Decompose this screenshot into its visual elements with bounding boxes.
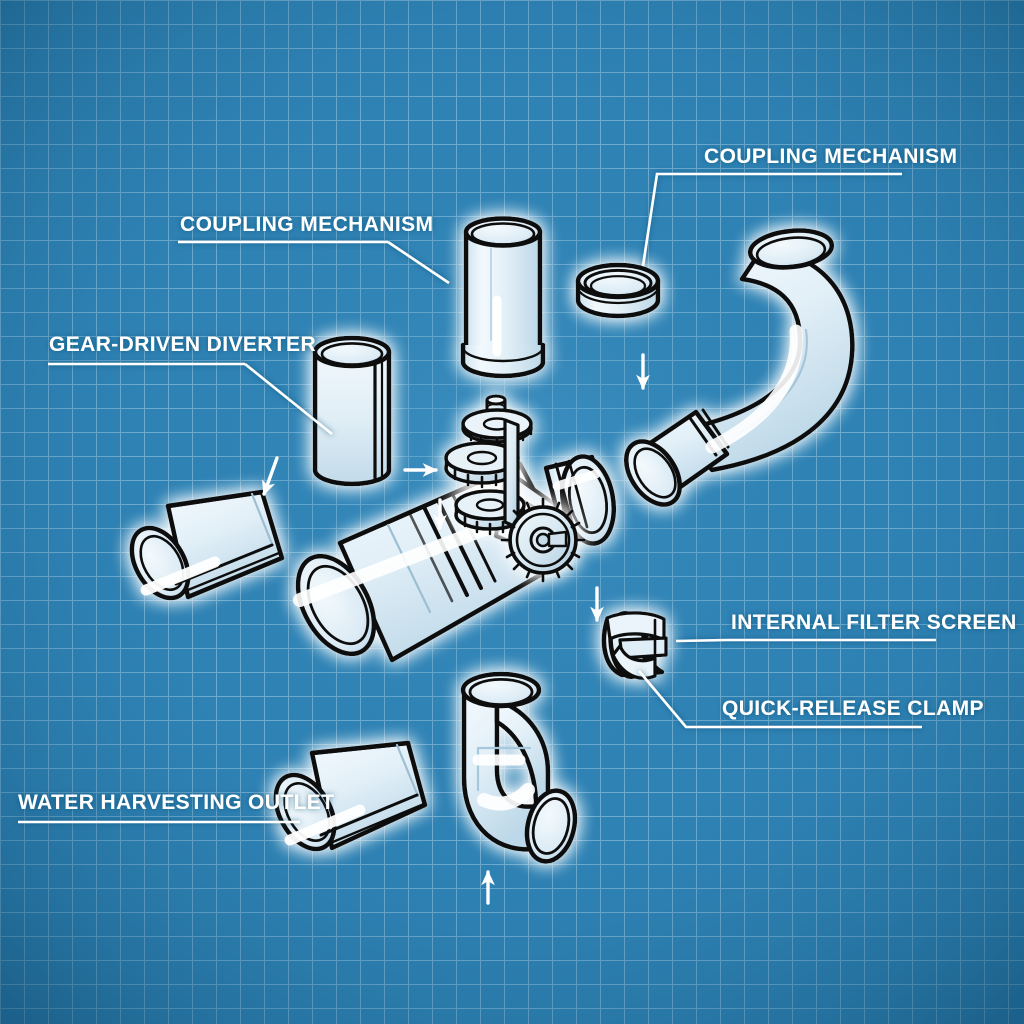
callout-label-text: INTERNAL FILTER SCREEN xyxy=(731,611,1017,634)
part-tall-cylinder-top[interactable] xyxy=(460,216,546,379)
part-pipe-bottom-left[interactable] xyxy=(264,740,428,859)
callout-label-text: WATER HARVESTING OUTLET xyxy=(18,791,334,814)
part-clamp-filter[interactable] xyxy=(601,610,668,680)
callout-label-text: GEAR-DRIVEN DIVERTER xyxy=(49,333,316,356)
callouts-layer: COUPLING MECHANISM COUPLING MECHANISM GE… xyxy=(18,145,1017,824)
callout-coupling-mechanism-left[interactable]: COUPLING MECHANISM xyxy=(178,213,450,285)
callout-quick-release-clamp[interactable]: QUICK-RELEASE CLAMP xyxy=(638,670,984,729)
gear-bevel-front xyxy=(500,497,586,583)
callout-label-text: QUICK-RELEASE CLAMP xyxy=(722,697,984,720)
callout-label-text: COUPLING MECHANISM xyxy=(180,213,433,236)
part-gear-stack[interactable] xyxy=(444,394,586,583)
assembly-arrows-layer xyxy=(262,353,650,905)
callout-leader-line xyxy=(675,638,729,643)
callout-gear-driven-diverter[interactable]: GEAR-DRIVEN DIVERTER xyxy=(48,333,333,436)
arrow-left-down xyxy=(262,456,279,496)
gear-second xyxy=(444,441,520,489)
callout-leader-line xyxy=(638,670,720,729)
callout-leader-line xyxy=(641,172,700,267)
part-vertical-cylinder-left[interactable] xyxy=(312,335,392,487)
parts-layer xyxy=(120,216,855,866)
callout-water-harvesting-outlet[interactable]: WATER HARVESTING OUTLET xyxy=(18,791,334,824)
part-horizontal-pipe-left[interactable] xyxy=(120,489,285,608)
callout-leader-line xyxy=(387,240,450,285)
gear-top xyxy=(461,408,533,447)
callout-label-text: COUPLING MECHANISM xyxy=(704,145,957,168)
callout-coupling-mechanism-top-right[interactable]: COUPLING MECHANISM xyxy=(641,145,957,267)
callout-internal-filter-screen[interactable]: INTERNAL FILTER SCREEN xyxy=(675,611,1017,643)
part-collar-ring-top[interactable] xyxy=(575,262,661,319)
part-elbow-bottom[interactable] xyxy=(460,671,582,866)
callout-leader-line xyxy=(244,362,333,436)
part-elbow-right[interactable] xyxy=(615,227,855,515)
